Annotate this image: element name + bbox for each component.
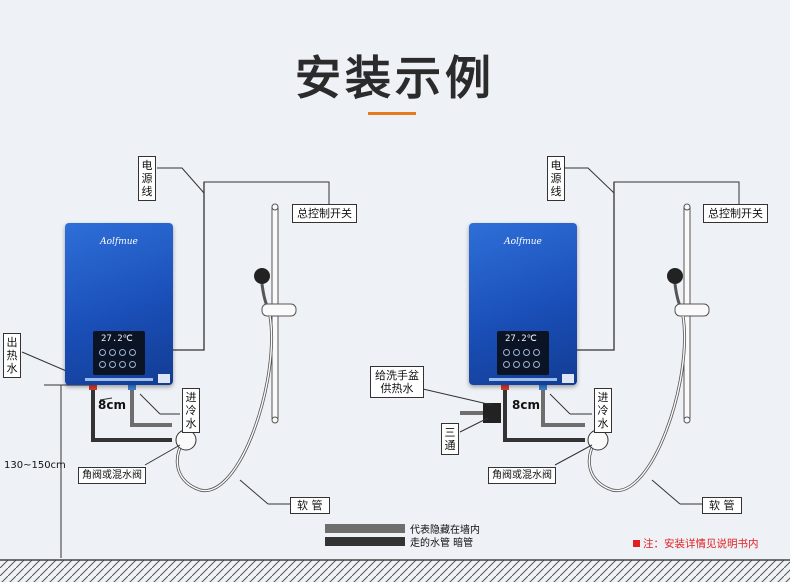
control-panel-right: 27.2℃	[497, 331, 549, 375]
hose-label-left: 软 管	[290, 497, 330, 514]
shower-holder-left	[261, 303, 297, 317]
control-button	[99, 349, 106, 356]
page-title: 安装示例	[295, 51, 495, 105]
legend-hidden-pipe-swatch	[325, 524, 405, 533]
install-note: 注：安装详情见说明书内	[633, 536, 759, 551]
hot-pipe-left	[91, 390, 172, 442]
cold-pipe-right	[541, 390, 585, 427]
rail-top-cap-left	[271, 203, 279, 211]
heater-info-strip	[489, 378, 557, 381]
control-button	[129, 349, 136, 356]
shower-holder-right	[674, 303, 710, 317]
hose-label-right: 软 管	[702, 497, 742, 514]
rail-bottom-cap-left	[271, 416, 279, 424]
cold-inlet-cap	[128, 384, 136, 390]
control-button	[109, 349, 116, 356]
valve-label-left: 角阀或混水阀	[78, 467, 146, 484]
temperature-display: 27.2℃	[101, 334, 133, 344]
control-button	[503, 361, 510, 368]
tee-label: 三通	[441, 423, 459, 455]
control-button	[109, 361, 116, 368]
install-note-text: 注：安装详情见说明书内	[643, 538, 759, 550]
control-button	[523, 349, 530, 356]
control-button	[523, 361, 530, 368]
cold-in-label-left: 进冷水	[182, 388, 200, 433]
hot-pipe-right	[503, 390, 585, 442]
basin-label: 给洗手盆供热水	[370, 366, 424, 398]
floor-hatch	[0, 560, 790, 582]
control-button	[119, 349, 126, 356]
temperature-display: 27.2℃	[505, 334, 537, 344]
cold-in-label-right: 进冷水	[594, 388, 612, 433]
valve-label-right: 角阀或混水阀	[488, 467, 556, 484]
hose-leader-right	[651, 479, 681, 505]
legend-hidden-pipe-label: 代表隐藏在墙内	[410, 525, 480, 536]
tee-fitting	[483, 403, 501, 423]
valve-leader-left	[144, 444, 181, 466]
cold-in-leader-left	[139, 393, 161, 415]
power-cord-label-left: 电源线	[138, 156, 156, 201]
hot-out-label: 出热水	[3, 333, 21, 378]
heater-brand-logo: Aolfmue	[504, 237, 542, 247]
mixing-valve-left	[175, 429, 197, 451]
control-button	[119, 361, 126, 368]
shower-head-left	[254, 268, 270, 284]
main-switch-label-right: 总控制开关	[703, 204, 768, 223]
control-button	[533, 361, 540, 368]
water-heater-right: Aolfmue 27.2℃	[469, 223, 577, 385]
heater-brand-logo: Aolfmue	[100, 237, 138, 247]
spacing-label-left: 8cm	[98, 398, 126, 412]
spacing-label-right: 8cm	[512, 398, 540, 412]
control-panel-left: 27.2℃	[93, 331, 145, 375]
power-cord-label-right: 电源线	[547, 156, 565, 201]
heater-info-strip	[85, 378, 153, 381]
control-button	[99, 361, 106, 368]
main-switch-label-left: 总控制开关	[292, 204, 357, 223]
control-button	[533, 349, 540, 356]
valve-leader-right	[554, 444, 593, 466]
mixing-valve-right	[587, 429, 609, 451]
legend-exposed-pipe-label: 走的水管 暗管	[410, 538, 474, 549]
title-underline	[368, 112, 416, 115]
note-bullet-icon	[633, 540, 640, 547]
water-heater-left: Aolfmue 27.2℃	[65, 223, 173, 385]
tee-leader	[459, 417, 489, 433]
power-cord-right	[576, 182, 615, 351]
height-label: 130~150cm	[4, 460, 66, 471]
control-button	[503, 349, 510, 356]
control-button	[513, 361, 520, 368]
control-button	[513, 349, 520, 356]
cold-pipe-left	[130, 390, 172, 427]
legend-exposed-pipe-swatch	[325, 537, 405, 546]
certification-badge	[158, 374, 170, 383]
control-button	[129, 361, 136, 368]
shower-head-right	[667, 268, 683, 284]
power-cord-left	[173, 182, 205, 351]
hot-inlet-cap	[89, 384, 97, 390]
hose-leader-left	[239, 479, 269, 505]
certification-badge	[562, 374, 574, 383]
